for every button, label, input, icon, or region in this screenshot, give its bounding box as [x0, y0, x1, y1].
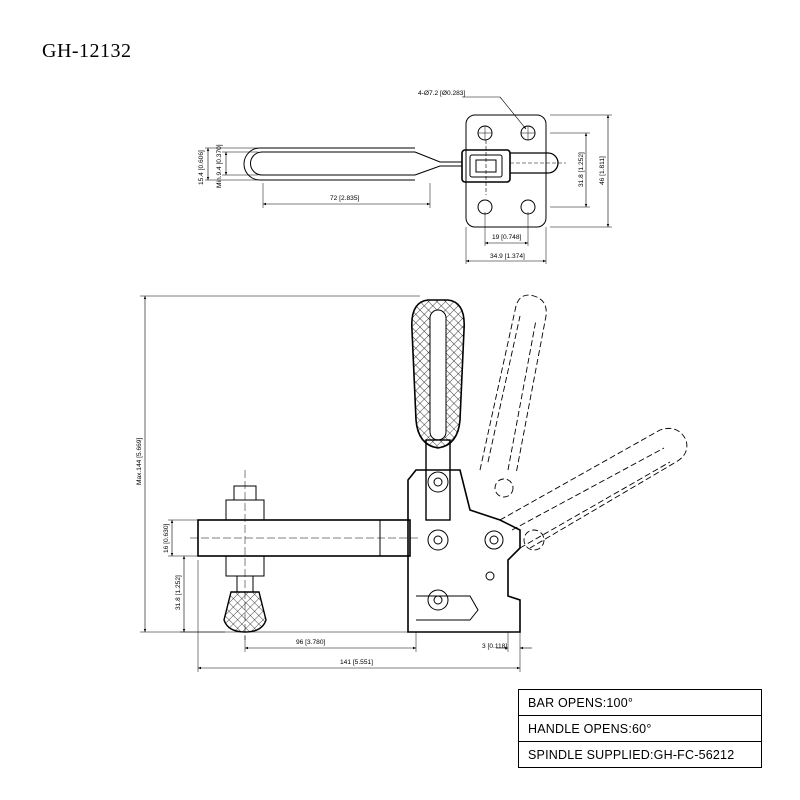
handle-loop [250, 151, 415, 176]
mount-hole [520, 199, 536, 215]
max-height-label: Max.144 [5.669] [136, 438, 143, 485]
hole-spacing-h-label: 19 [0.748] [492, 234, 521, 241]
hole-spec-label: 4-Ø7.2 [Ø0.283] [418, 90, 465, 97]
side-view-labels: Max.144 [5.669] 16 [0.630] 31.8 [1.252] … [136, 438, 507, 666]
top-view [205, 96, 612, 264]
spec-spindle-supplied: SPINDLE SUPPLIED:GH-FC-56212 [518, 741, 762, 768]
pivot-pin [427, 589, 449, 611]
base-plate [465, 114, 547, 228]
handle-length-label: 72 [2.835] [330, 195, 359, 202]
handle-shaft [425, 439, 451, 521]
open-position-phantom [479, 294, 688, 551]
reach-label: 96 [3.780] [296, 639, 325, 646]
pivot-pin [427, 471, 449, 493]
base-height-label: 46 [1.811] [599, 156, 606, 185]
top-view-labels: 4-Ø7.2 [Ø0.283] 72 [2.835] 15.4 [0.606] … [198, 90, 606, 260]
hole-spacing-v-label: 31.8 [1.252] [578, 152, 585, 187]
spindle-offset-label: 31.8 [1.252] [175, 575, 182, 610]
pivot-pin [484, 530, 504, 550]
side-view [140, 294, 688, 672]
spec-table: BAR OPENS:100° HANDLE OPENS:60° SPINDLE … [518, 689, 762, 768]
handle-width-label: 15.4 [0.606] [198, 150, 205, 185]
bar-height-label: 16 [0.630] [163, 524, 170, 553]
base-thickness-label: 3 [0.118] [482, 643, 507, 650]
total-length-label: 141 [5.551] [340, 659, 373, 666]
pivot-pin [427, 529, 449, 551]
spec-handle-opens: HANDLE OPENS:60° [518, 715, 762, 742]
mount-hole [477, 199, 493, 215]
spec-bar-opens: BAR OPENS:100° [518, 689, 762, 716]
clamp-body [407, 469, 521, 633]
part-number-title: GH-12132 [42, 40, 132, 62]
base-width-label: 34.9 [1.374] [490, 253, 525, 260]
spindle-pad [223, 591, 267, 633]
min-width-label: Min.9.4 [0.370] [216, 144, 223, 188]
